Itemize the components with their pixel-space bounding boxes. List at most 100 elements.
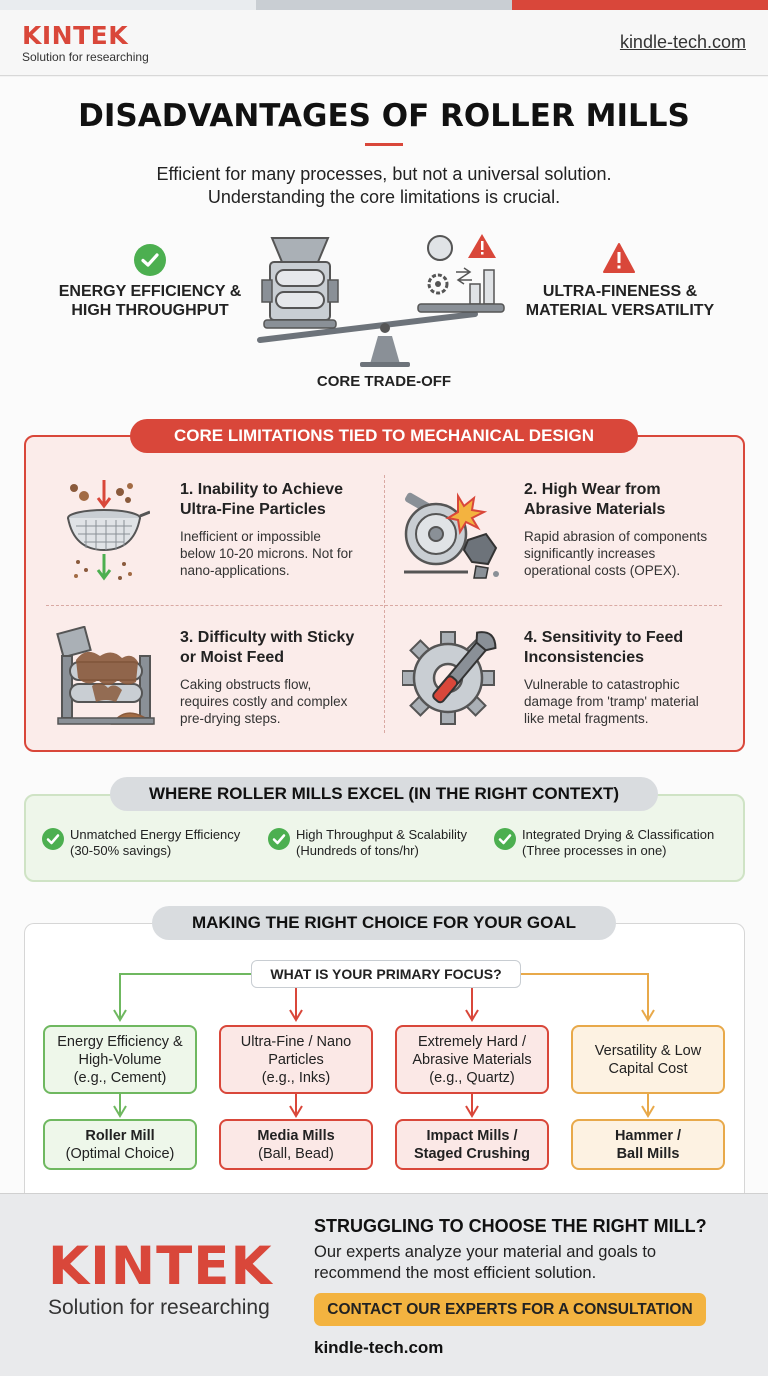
- limitations-divider-vertical: [384, 475, 385, 733]
- footer-site-link[interactable]: kindle-tech.com: [314, 1338, 444, 1357]
- subtitle-line-1: Efficient for many processes, but not a …: [156, 164, 612, 184]
- excel-item-drying: Integrated Drying & Classification (Thre…: [494, 827, 734, 864]
- footer-logo-brand: KINTEK: [48, 1236, 273, 1297]
- result-4-line-2: Ball Mills: [616, 1145, 680, 1162]
- option-versatility[interactable]: Versatility & Low Capital Cost: [571, 1025, 725, 1094]
- cta-text: Our experts analyze your material and go…: [314, 1242, 734, 1284]
- tradeoff-label: CORE TRADE-OFF: [316, 373, 452, 390]
- footer-logo[interactable]: KINTEK Solution for researching: [48, 1238, 273, 1320]
- excel-item-energy-line-2: (30-50% savings): [70, 843, 172, 858]
- option-4-line-1: Versatility & Low: [594, 1042, 702, 1059]
- option-4-line-2: Capital Cost: [608, 1060, 688, 1077]
- limitation-4-title-line-1: 4. Sensitivity to Feed: [524, 629, 684, 646]
- limitation-2-desc-line-2: significantly increases: [524, 546, 656, 561]
- check-circle-icon: [268, 828, 290, 850]
- pro-label: ENERGY EFFICIENCY & HIGH THROUGHPUT: [40, 282, 260, 320]
- option-2-line-1: Ultra-Fine / Nano: [240, 1033, 352, 1050]
- top-color-bar: [0, 0, 768, 10]
- excel-item-energy: Unmatched Energy Efficiency (30-50% savi…: [42, 827, 262, 864]
- header: KINTEK Solution for researching kindle-t…: [0, 10, 768, 76]
- logo-tagline: Solution for researching: [22, 50, 149, 64]
- result-media-mills[interactable]: Media Mills(Ball, Bead): [219, 1119, 373, 1170]
- limitation-2-desc: Rapid abrasion of components significant…: [524, 528, 707, 579]
- limitation-3-title-line-2: or Moist Feed: [180, 649, 285, 666]
- limitation-1-desc: Inefficient or impossible below 10-20 mi…: [180, 528, 353, 579]
- excel-item-throughput: High Throughput & Scalability (Hundreds …: [268, 827, 488, 864]
- option-3-line-2: Abrasive Materials: [412, 1051, 532, 1068]
- option-3-line-1: Extremely Hard /: [418, 1033, 526, 1050]
- limitation-4-desc-line-3: like metal fragments.: [524, 711, 649, 726]
- gear-wrench-icon: [402, 631, 497, 725]
- limitation-2-title-line-1: 2. High Wear from: [524, 481, 661, 498]
- limitation-3-desc-line-1: Caking obstructs flow,: [180, 677, 312, 692]
- limitation-3-desc-line-3: pre-drying steps.: [180, 711, 281, 726]
- result-2-line-1: Media Mills: [257, 1127, 335, 1144]
- limitation-1-title-line-2: Ultra-Fine Particles: [180, 501, 326, 518]
- pro-label-line-1: ENERGY EFFICIENCY &: [58, 283, 242, 300]
- limitations-divider-horizontal: [46, 605, 722, 606]
- limitation-2-desc-line-1: Rapid abrasion of components: [524, 529, 708, 544]
- excel-item-drying-line-2: (Three processes in one): [522, 843, 667, 858]
- footer: [0, 1193, 768, 1376]
- warning-icon: [603, 243, 635, 273]
- option-ultra-fine[interactable]: Ultra-Fine / Nano Particles (e.g., Inks): [219, 1025, 373, 1094]
- option-2-line-2: Particles: [268, 1051, 324, 1068]
- contact-experts-button[interactable]: CONTACT OUR EXPERTS FOR A CONSULTATION: [314, 1293, 706, 1326]
- roller-wear-icon: [404, 492, 499, 579]
- cta-text-line-2: recommend the most efficient solution.: [314, 1264, 597, 1282]
- option-1-line-3: (e.g., Cement): [73, 1069, 167, 1086]
- check-circle-icon: [494, 828, 516, 850]
- limitation-1-desc-line-2: below 10-20 microns. Not for: [180, 546, 353, 561]
- result-3-line-2: Staged Crushing: [413, 1145, 530, 1162]
- limitation-1-desc-line-3: nano-applications.: [180, 563, 290, 578]
- sieve-icon: [67, 480, 150, 581]
- excel-item-throughput-line-2: (Hundreds of tons/hr): [296, 843, 419, 858]
- limitation-4-desc-line-1: Vulnerable to catastrophic: [524, 677, 680, 692]
- page-title: DISADVANTAGES OF ROLLER MILLS: [78, 98, 690, 134]
- con-label-line-1: ULTRA-FINENESS &: [542, 283, 698, 300]
- option-3-line-3: (e.g., Quartz): [429, 1069, 515, 1086]
- limitation-4-desc-line-2: damage from 'tramp' material: [524, 694, 699, 709]
- cta-title: STRUGGLING TO CHOOSE THE RIGHT MILL?: [314, 1216, 707, 1236]
- limitation-4-title-line-2: Inconsistencies: [524, 649, 645, 666]
- choice-heading: MAKING THE RIGHT CHOICE FOR YOUR GOAL: [152, 906, 616, 940]
- excel-item-throughput-line-1: High Throughput & Scalability: [296, 827, 468, 842]
- option-1-line-2: High-Volume: [78, 1051, 162, 1068]
- limitation-3-title-line-1: 3. Difficulty with Sticky: [180, 629, 355, 646]
- page-subtitle: Efficient for many processes, but not a …: [0, 163, 768, 209]
- con-label: ULTRA-FINENESS & MATERIAL VERSATILITY: [510, 282, 730, 320]
- limitation-1-desc-line-1: Inefficient or impossible: [180, 529, 321, 544]
- header-site-link[interactable]: kindle-tech.com: [619, 32, 746, 52]
- pro-label-line-2: HIGH THROUGHPUT: [71, 302, 229, 319]
- result-4-line-1: Hammer /: [614, 1127, 682, 1144]
- cta-text-line-1: Our experts analyze your material and go…: [314, 1243, 657, 1261]
- excel-item-drying-line-1: Integrated Drying & Classification: [522, 827, 715, 842]
- result-hammer-ball-mills[interactable]: Hammer /Ball Mills: [571, 1119, 725, 1170]
- option-1-line-1: Energy Efficiency &: [57, 1033, 183, 1050]
- header-logo[interactable]: KINTEK Solution for researching: [22, 21, 149, 65]
- title-underline: [365, 143, 403, 146]
- option-2-line-3: (e.g., Inks): [261, 1069, 331, 1086]
- balance-scale-icon: [257, 234, 505, 367]
- con-label-line-2: MATERIAL VERSATILITY: [525, 302, 715, 319]
- check-circle-icon: [134, 244, 166, 276]
- result-3-line-1: Impact Mills /: [426, 1127, 518, 1144]
- result-roller-mill[interactable]: Roller Mill(Optimal Choice): [43, 1119, 197, 1170]
- option-energy-efficiency[interactable]: Energy Efficiency & High-Volume (e.g., C…: [43, 1025, 197, 1094]
- limitation-1-title: 1. Inability to Achieve Ultra-Fine Parti…: [180, 480, 343, 520]
- check-circle-icon: [42, 828, 64, 850]
- footer-logo-tagline: Solution for researching: [48, 1296, 270, 1319]
- result-1-line-1: Roller Mill: [85, 1127, 155, 1144]
- limitation-3-title: 3. Difficulty with Sticky or Moist Feed: [180, 628, 354, 668]
- caked-roller-icon: [56, 626, 155, 725]
- limitation-3-desc: Caking obstructs flow, requires costly a…: [180, 676, 347, 727]
- limitation-3-desc-line-2: requires costly and complex: [180, 694, 348, 709]
- option-hard-abrasive[interactable]: Extremely Hard / Abrasive Materials (e.g…: [395, 1025, 549, 1094]
- limitation-2-title: 2. High Wear from Abrasive Materials: [524, 480, 665, 520]
- subtitle-line-2: Understanding the core limitations is cr…: [207, 187, 561, 207]
- excel-item-energy-line-1: Unmatched Energy Efficiency: [70, 827, 241, 842]
- result-impact-mills[interactable]: Impact Mills /Staged Crushing: [395, 1119, 549, 1170]
- limitation-4-desc: Vulnerable to catastrophic damage from '…: [524, 676, 699, 727]
- limitation-4-title: 4. Sensitivity to Feed Inconsistencies: [524, 628, 683, 668]
- logo-brand: KINTEK: [22, 21, 129, 50]
